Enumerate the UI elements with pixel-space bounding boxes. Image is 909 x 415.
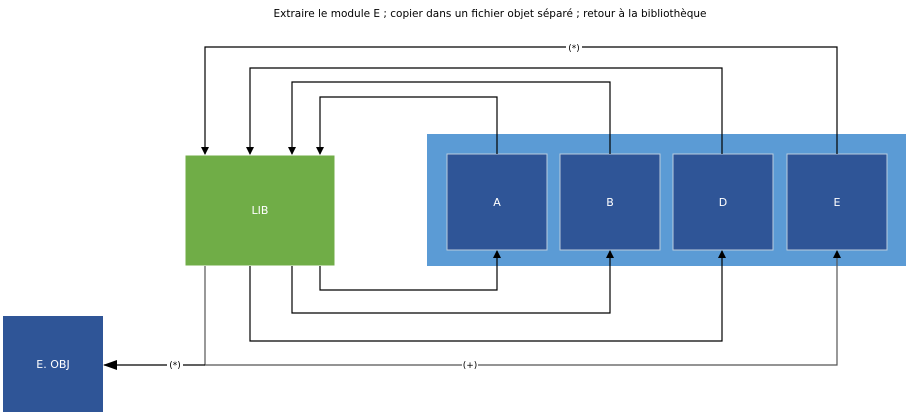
edge-lib-to-a: [319, 250, 501, 291]
svg-text:A: A: [493, 196, 501, 209]
module-e: E: [786, 153, 888, 251]
edge-label-top: (*): [568, 44, 580, 54]
svg-text:B: B: [606, 196, 614, 209]
module-b: B: [559, 153, 661, 251]
edge-a-to-lib: [316, 96, 498, 155]
edge-label-to-obj: (*): [169, 361, 181, 371]
edge-d-to-lib: [246, 67, 723, 155]
svg-text:D: D: [719, 196, 727, 209]
library-box: [184, 154, 336, 267]
svg-text:E. OBJ: E. OBJ: [36, 358, 69, 371]
edge-lib-to-b: [291, 250, 614, 314]
svg-text:E: E: [834, 196, 841, 209]
module-a: A: [446, 153, 548, 251]
edge-lib-to-d: [249, 250, 726, 342]
diagram-title: Extraire le module E ; copier dans un fi…: [273, 8, 706, 20]
library-label: LIB: [252, 204, 269, 217]
edge-label-bottom: (+): [463, 361, 478, 371]
output-box: E. OBJ: [3, 316, 103, 412]
edge-lib-to-e: [204, 250, 841, 366]
module-d: D: [672, 153, 774, 251]
edge-e-to-lib: [201, 46, 838, 155]
edge-b-to-lib: [288, 81, 611, 155]
